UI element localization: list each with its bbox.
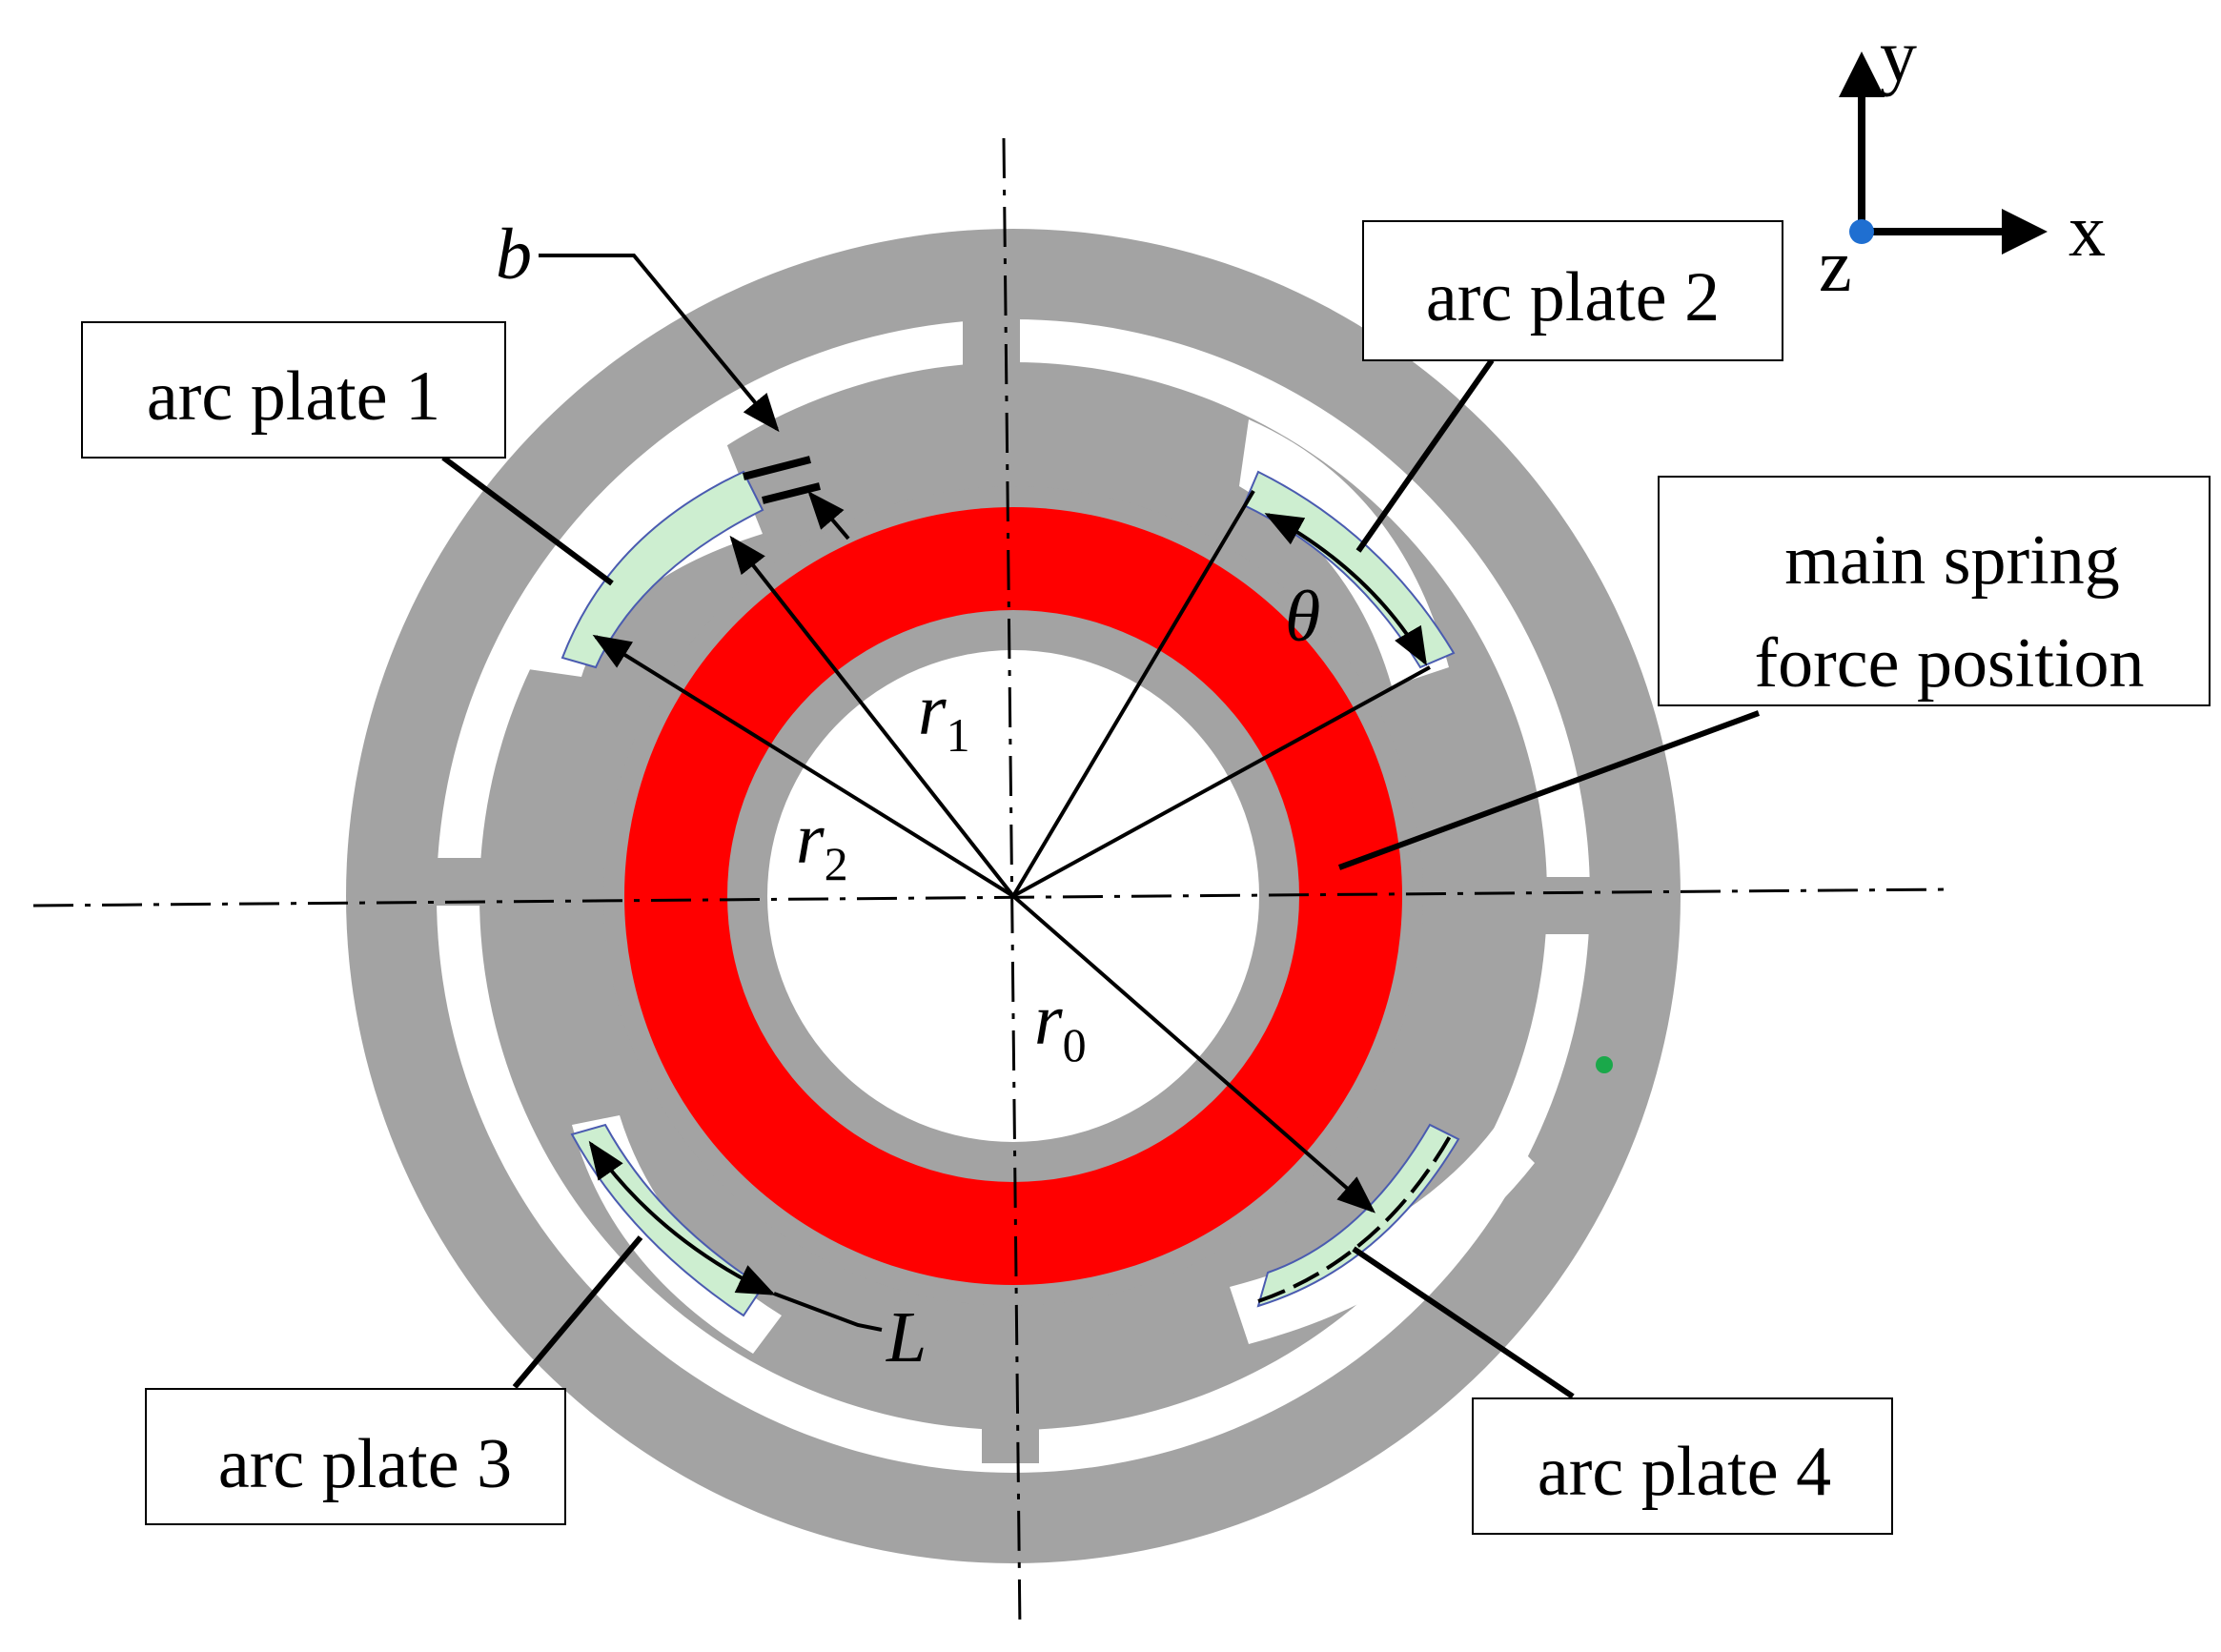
arc-plate-2-box: [1362, 220, 1783, 361]
leader-arc-plate-1: [441, 455, 614, 586]
radius-r1-line: [729, 535, 1015, 898]
axis-x-label: x: [2068, 189, 2106, 272]
main-spring-label-line-1: main spring: [1784, 521, 2119, 600]
b-tick-inner: [762, 482, 821, 504]
arc-plate-1-box: [81, 321, 506, 459]
arc-plate-4: [1256, 1123, 1460, 1308]
leader-arc-plate-3: [512, 1235, 643, 1389]
main-spring-label-line-2: force position: [1755, 624, 2145, 703]
bridge-bottom: [982, 1387, 1039, 1463]
symbol-r2: r2: [796, 799, 848, 890]
symbol-l: L: [886, 1297, 927, 1377]
arc-plate-3-label: arc plate 3: [218, 1425, 512, 1503]
center-line-vertical: [1002, 137, 1022, 1631]
marker-dot: [1596, 1056, 1613, 1073]
leader-arc-plate-4: [1352, 1246, 1575, 1399]
b-leader: [539, 254, 780, 433]
radius-r0-line: [1011, 894, 1376, 1214]
b-arrow-inner: [807, 490, 850, 540]
b-tick-outer: [743, 456, 811, 480]
arc-plate-4-box: [1472, 1397, 1893, 1535]
arc-plate-1: [560, 470, 764, 669]
center-line-horizontal: [32, 887, 1950, 908]
radius-r2-line: [592, 634, 1015, 898]
l-leader: [773, 1292, 883, 1332]
l-dimension-arc: [588, 1140, 776, 1295]
bridge-left: [419, 858, 496, 906]
main-spring-box: [1658, 476, 2211, 706]
arc-plate-4-label: arc plate 4: [1538, 1433, 1831, 1511]
bridge-right: [1544, 877, 1601, 934]
radius-plate2b-line: [1012, 665, 1431, 898]
radius-plate2-line: [1011, 489, 1255, 898]
symbol-b: b: [496, 214, 532, 295]
arc-plate-2-label: arc plate 2: [1426, 258, 1720, 337]
axis-y-label: y: [1880, 14, 1917, 97]
symbol-r1: r1: [918, 670, 970, 762]
arc-plate-1-label: arc plate 1: [147, 357, 440, 436]
bridge-top: [963, 315, 1020, 400]
theta-arc: [1264, 513, 1428, 666]
leader-arc-plate-2: [1355, 358, 1495, 553]
arc-plate-3-box: [145, 1388, 566, 1525]
symbol-r0: r0: [1034, 980, 1087, 1071]
symbol-theta: θ: [1285, 577, 1320, 657]
axis-z-label: z: [1819, 224, 1852, 307]
leader-main-spring: [1337, 710, 1761, 870]
plate-4-guide: [1257, 1129, 1456, 1303]
z-axis-dot: [1849, 219, 1874, 244]
